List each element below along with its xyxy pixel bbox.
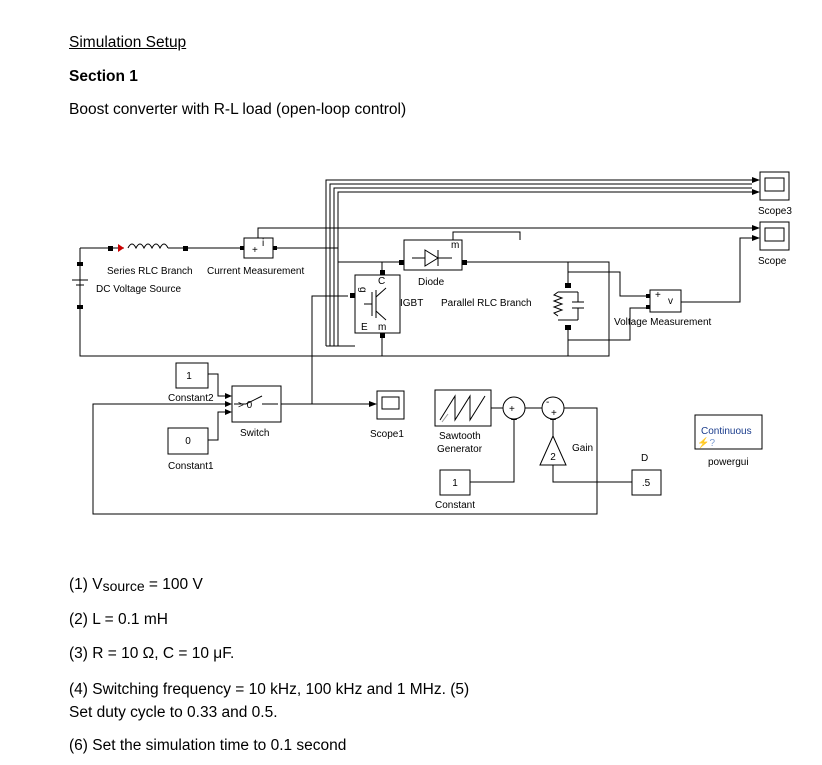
duty-value: .5 (642, 478, 651, 489)
wires (79, 179, 752, 515)
sawtooth-label-line2: Generator (437, 444, 483, 455)
constant2-label: Constant2 (168, 393, 214, 404)
series-rlc-label: Series RLC Branch (107, 266, 193, 277)
constant1-label: Constant1 (168, 461, 214, 472)
voltage-measurement-label: Voltage Measurement (614, 317, 712, 328)
constant-label: Constant (435, 500, 475, 511)
scope3-label: Scope3 (758, 206, 792, 217)
switch-label: Switch (240, 428, 269, 439)
gain-value: 2 (550, 452, 556, 463)
scope3[interactable]: Scope3 (758, 171, 792, 217)
igbt-m-label: m (378, 322, 386, 333)
igbt-label: IGBT (400, 298, 423, 309)
constant1[interactable]: 0 Constant1 (167, 427, 214, 472)
powergui-mode: Continuous (701, 426, 752, 437)
list-item-duty: Set duty cycle to 0.33 and 0.5. (69, 704, 278, 721)
current-measurement[interactable]: + i Current Measurement (207, 237, 304, 277)
scope1[interactable]: Scope1 (370, 390, 405, 440)
scope-label: Scope (758, 256, 787, 267)
parallel-rlc-label: Parallel RLC Branch (441, 298, 532, 309)
switch[interactable]: > 0 Switch (231, 385, 282, 439)
duty-label: D (641, 453, 648, 464)
wire-i-scope (257, 227, 752, 238)
svg-text:+: + (252, 245, 258, 256)
wire-feedback (92, 403, 598, 515)
current-port-label: i (262, 238, 264, 249)
sum-block-1[interactable]: + (502, 396, 526, 420)
diode[interactable]: m Diode (399, 239, 467, 288)
svg-text:+: + (551, 408, 557, 419)
wire-return-path (79, 248, 610, 357)
document-title: Simulation Setup (69, 34, 187, 51)
dc-source-label: DC Voltage Source (96, 284, 181, 295)
parallel-rlc-branch[interactable]: Parallel RLC Branch (441, 283, 584, 330)
gain-label: Gain (572, 443, 593, 454)
series-rlc-branch[interactable]: Series RLC Branch (107, 243, 193, 277)
wire-vm-scope (681, 237, 752, 303)
wire-d-gain (552, 465, 632, 483)
powergui[interactable]: Continuous ⚡? powergui (694, 414, 763, 468)
list-item-rc: (3) R = 10 Ω, C = 10 μF. (69, 645, 235, 662)
svg-text:-: - (546, 397, 549, 408)
simulink-diagram: DC Voltage Source Series RLC Branch + i … (72, 171, 792, 515)
list-item-simtime: (6) Set the simulation time to 0.1 secon… (69, 737, 347, 754)
duty-constant[interactable]: .5 D (631, 453, 662, 496)
constant2-value: 1 (186, 371, 192, 382)
list-item-vsource: (1) Vsource = 100 V (69, 576, 203, 594)
sum-block-2[interactable]: - + (541, 396, 565, 420)
diode-m-label: m (451, 240, 459, 251)
wire-diode-m (452, 231, 521, 240)
svg-text:+: + (655, 290, 661, 301)
section-heading: Section 1 (69, 68, 138, 85)
scope[interactable]: Scope (758, 221, 790, 267)
list-item-inductance: (2) L = 0.1 mH (69, 611, 168, 628)
igbt[interactable]: g C E m IGBT (350, 270, 423, 338)
svg-text:⚡?: ⚡? (697, 436, 715, 449)
document-description: Boost converter with R-L load (open-loop… (69, 101, 407, 118)
gain[interactable]: 2 Gain (539, 434, 593, 466)
constant-value: 1 (452, 478, 458, 489)
igbt-e-label: E (361, 322, 368, 333)
svg-text:+: + (509, 404, 515, 415)
list-item-frequency: (4) Switching frequency = 10 kHz, 100 kH… (69, 681, 470, 698)
igbt-c-label: C (378, 276, 385, 287)
sawtooth-label-line1: Sawtooth (439, 431, 481, 442)
igbt-g-label: g (357, 287, 368, 293)
scope1-label: Scope1 (370, 429, 404, 440)
wire-const-sum (470, 420, 515, 483)
voltage-port-label: v (668, 296, 673, 307)
wire-vm-minus (568, 307, 650, 341)
switch-condition: > 0 (238, 400, 253, 411)
dc-voltage-source[interactable]: DC Voltage Source (72, 262, 181, 309)
current-measurement-label: Current Measurement (207, 266, 304, 277)
wire-const1-switch (208, 411, 228, 441)
powergui-label: powergui (708, 457, 749, 468)
diode-label: Diode (418, 277, 445, 288)
sawtooth-generator[interactable]: Sawtooth Generator (434, 389, 492, 455)
constant1-value: 0 (185, 436, 191, 447)
voltage-measurement[interactable]: + v Voltage Measurement (614, 289, 712, 328)
wire-switch-gate (281, 295, 348, 405)
constant[interactable]: 1 Constant (435, 469, 475, 511)
constant2[interactable]: 1 Constant2 (168, 362, 214, 404)
wire-const2-switch (208, 373, 228, 397)
wire-vm-plus (568, 271, 650, 297)
